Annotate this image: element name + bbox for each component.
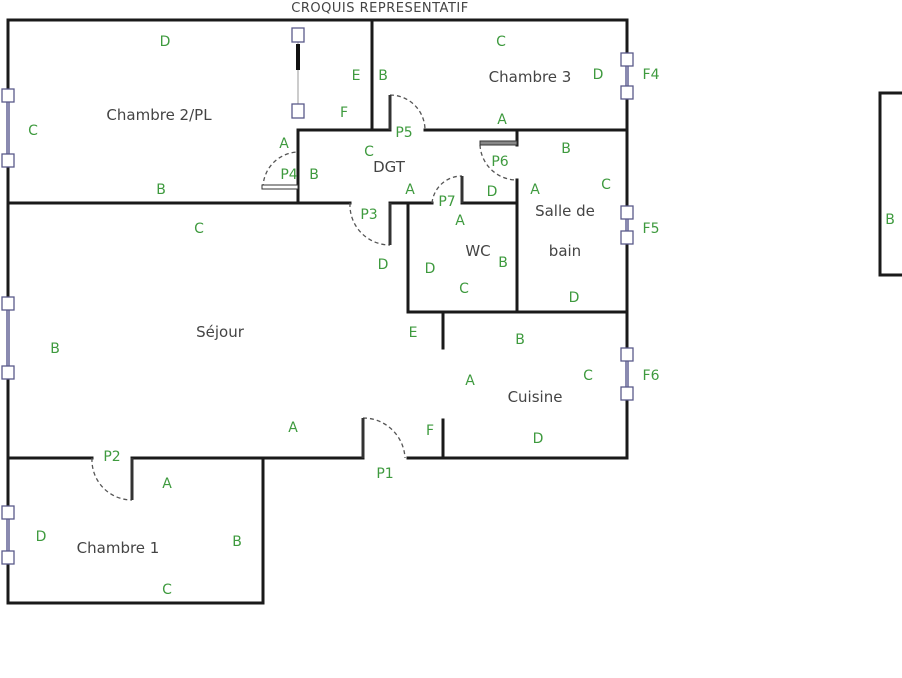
wall-letter: C [496,34,506,50]
wall-letter: C [194,221,204,237]
wall-letter: B [378,68,388,84]
room-salle-de-bain-line2: bain [549,242,581,260]
wall-letter: B [885,212,895,228]
wall-letter: D [593,67,604,83]
wall-letter: F [340,105,348,121]
wall-letter: D [36,529,47,545]
wall-letter: C [583,368,593,384]
wall-letter: D [378,257,389,273]
window-label-f4: F4 [643,67,660,83]
wall-letter: D [487,184,498,200]
wall-letter: A [530,182,540,198]
doors [91,94,518,501]
wall-letter: D [533,431,544,447]
wall-letter: B [156,182,166,198]
wall-letter: A [162,476,172,492]
plan-title: CROQUIS REPRESENTATIF [291,1,468,16]
door-label-p2: P2 [103,449,120,465]
windows [1,52,634,565]
room-sejour: Séjour [196,323,245,341]
wall-letter: A [455,213,465,229]
wall-letter: A [405,182,415,198]
wall-letter: A [279,136,289,152]
wall-letter: C [364,144,374,160]
wall-letter: B [309,167,319,183]
room-chambre-1: Chambre 1 [77,539,160,557]
wall-letter: D [569,290,580,306]
wall-letter: C [601,177,611,193]
wall-letter: A [497,112,507,128]
door-label-p1: P1 [376,466,393,482]
wall-letters: D C B E F A C B D A C B A D B C A D A D … [28,34,895,598]
wall-letter: F [426,423,434,439]
wall-letter: B [515,332,525,348]
door-label-p7: P7 [438,194,455,210]
door-label-p6: P6 [491,154,508,170]
wall-letter: C [459,281,469,297]
wall-letter: B [232,534,242,550]
wall-letter: A [288,420,298,436]
wall-letter: C [28,123,38,139]
wall-letter: E [409,325,418,341]
partition-window [291,27,305,119]
wall-letter: B [50,341,60,357]
window-label-f6: F6 [643,368,660,384]
door-label-p5: P5 [395,125,412,141]
wall-letter: D [160,34,171,50]
room-cuisine: Cuisine [508,388,563,406]
door-label-p3: P3 [360,207,377,223]
room-chambre-2: Chambre 2/PL [106,106,212,124]
wall-letter: B [561,141,571,157]
wall-letter: A [465,373,475,389]
room-wc: WC [465,242,490,260]
wall-letter: E [352,68,361,84]
room-chambre-3: Chambre 3 [489,68,572,86]
wall-letter: B [498,255,508,271]
room-salle-de-bain-line1: Salle de [535,202,595,220]
door-label-p4: P4 [280,167,297,183]
room-dgt: DGT [373,158,406,176]
wall-letter: D [425,261,436,277]
window-label-f5: F5 [643,221,660,237]
wall-letter: C [162,582,172,598]
